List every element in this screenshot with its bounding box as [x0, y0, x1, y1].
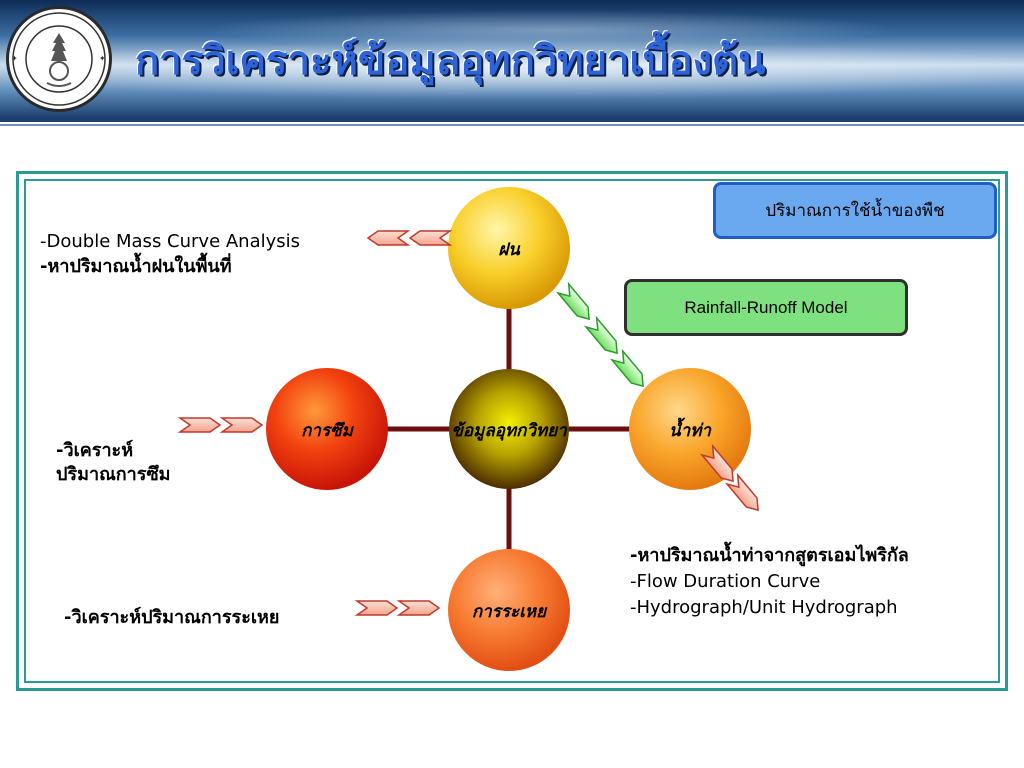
runoff-note-line1: -หาปริมาณน้ำท่าจากสูตรเอมไพริกัล: [630, 545, 909, 566]
water-highlight: [0, 40, 1024, 100]
chevron-right-icon: [396, 600, 441, 616]
chevrons-rain: [366, 230, 453, 246]
runoff-note-line2: -Flow Duration Curve: [630, 571, 821, 592]
rain-note-line2: -หาปริมาณน้ำฝนในพื้นที่: [40, 256, 232, 277]
svg-text:✦: ✦: [99, 54, 106, 63]
chevrons-evaporation: [354, 600, 441, 616]
water-highlight: [200, 10, 900, 50]
chevron-right-icon: [219, 417, 264, 433]
chevron-left-icon: [408, 230, 453, 246]
chevrons-rain-to-runoff: [555, 281, 644, 388]
infiltration-note-line2: ปริมาณการซึม: [56, 464, 171, 485]
chevron-right-icon: [724, 472, 759, 512]
svg-text:✦: ✦: [11, 54, 18, 63]
university-seal-logo: ✦ ✦: [6, 6, 112, 112]
node-center-label: ข้อมูลอุทกวิทยา: [451, 421, 568, 441]
chevron-right-icon: [555, 281, 590, 321]
node-rain-label: ฝน: [498, 240, 521, 260]
page-title: การวิเคราะห์ข้อมูลอุทกวิทยาเบื้องต้น: [135, 38, 766, 84]
crop-water-use-box: ปริมาณการใช้น้ำของพืช: [713, 182, 997, 239]
chevron-left-icon: [366, 230, 411, 246]
connectors: [385, 300, 630, 555]
chevron-right-icon: [583, 315, 618, 355]
chevron-right-icon: [699, 443, 734, 483]
node-infiltration: การซึม: [266, 368, 388, 490]
header-divider: [0, 124, 1024, 126]
diagram-frame-outer: [16, 171, 1008, 691]
node-evaporation: การระเหย: [448, 549, 570, 671]
node-rain: ฝน: [448, 187, 570, 309]
chevrons-infiltration: [177, 417, 264, 433]
header-divider: [0, 118, 1024, 122]
runoff-note-line3: -Hydrograph/Unit Hydrograph: [630, 597, 898, 618]
node-runoff-label: น้ำท่า: [669, 417, 712, 441]
node-center: ข้อมูลอุทกวิทยา: [449, 369, 569, 489]
chevron-right-icon: [177, 417, 222, 433]
chevron-right-icon: [354, 600, 399, 616]
chevron-right-icon: [609, 348, 644, 388]
node-infiltration-label: การซึม: [301, 421, 355, 441]
evaporation-note-line1: -วิเคราะห์ปริมาณการระเหย: [64, 607, 280, 628]
node-evaporation-label: การระเหย: [472, 602, 548, 622]
rainfall-runoff-model-box: Rainfall-Runoff Model: [624, 279, 908, 336]
rain-note-line1: -Double Mass Curve Analysis: [40, 231, 301, 252]
header-banner: [0, 0, 1024, 118]
chevrons-runoff: [699, 443, 759, 512]
infiltration-note-line1: -วิเคราะห์: [56, 440, 134, 461]
diagram-frame-inner: [24, 179, 1000, 683]
